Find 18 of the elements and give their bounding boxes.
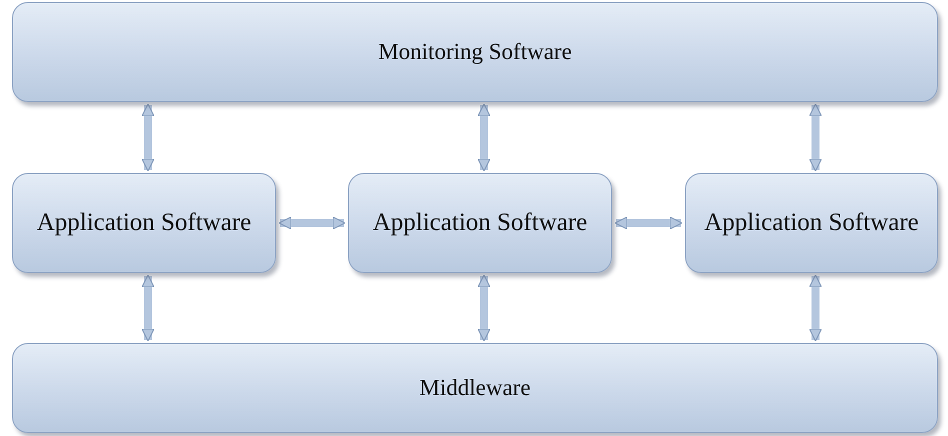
layer-box	[12, 343, 938, 433]
box-label: Application Software	[36, 208, 252, 238]
double-arrow	[142, 274, 154, 342]
layer-box	[12, 2, 938, 102]
double-arrow	[278, 216, 346, 230]
process-box	[685, 173, 938, 273]
double-arrow	[478, 104, 490, 172]
process-box	[348, 173, 612, 273]
box-label: Application Software	[704, 208, 919, 238]
process-box	[12, 173, 276, 273]
double-arrow	[478, 274, 490, 342]
box-label: Application Software	[372, 208, 588, 238]
double-arrow	[142, 104, 154, 172]
double-arrow	[614, 216, 682, 230]
box-label: Middleware	[419, 374, 531, 402]
double-arrow	[809, 104, 822, 172]
box-label: Monitoring Software	[378, 38, 572, 66]
double-arrow	[809, 274, 822, 342]
